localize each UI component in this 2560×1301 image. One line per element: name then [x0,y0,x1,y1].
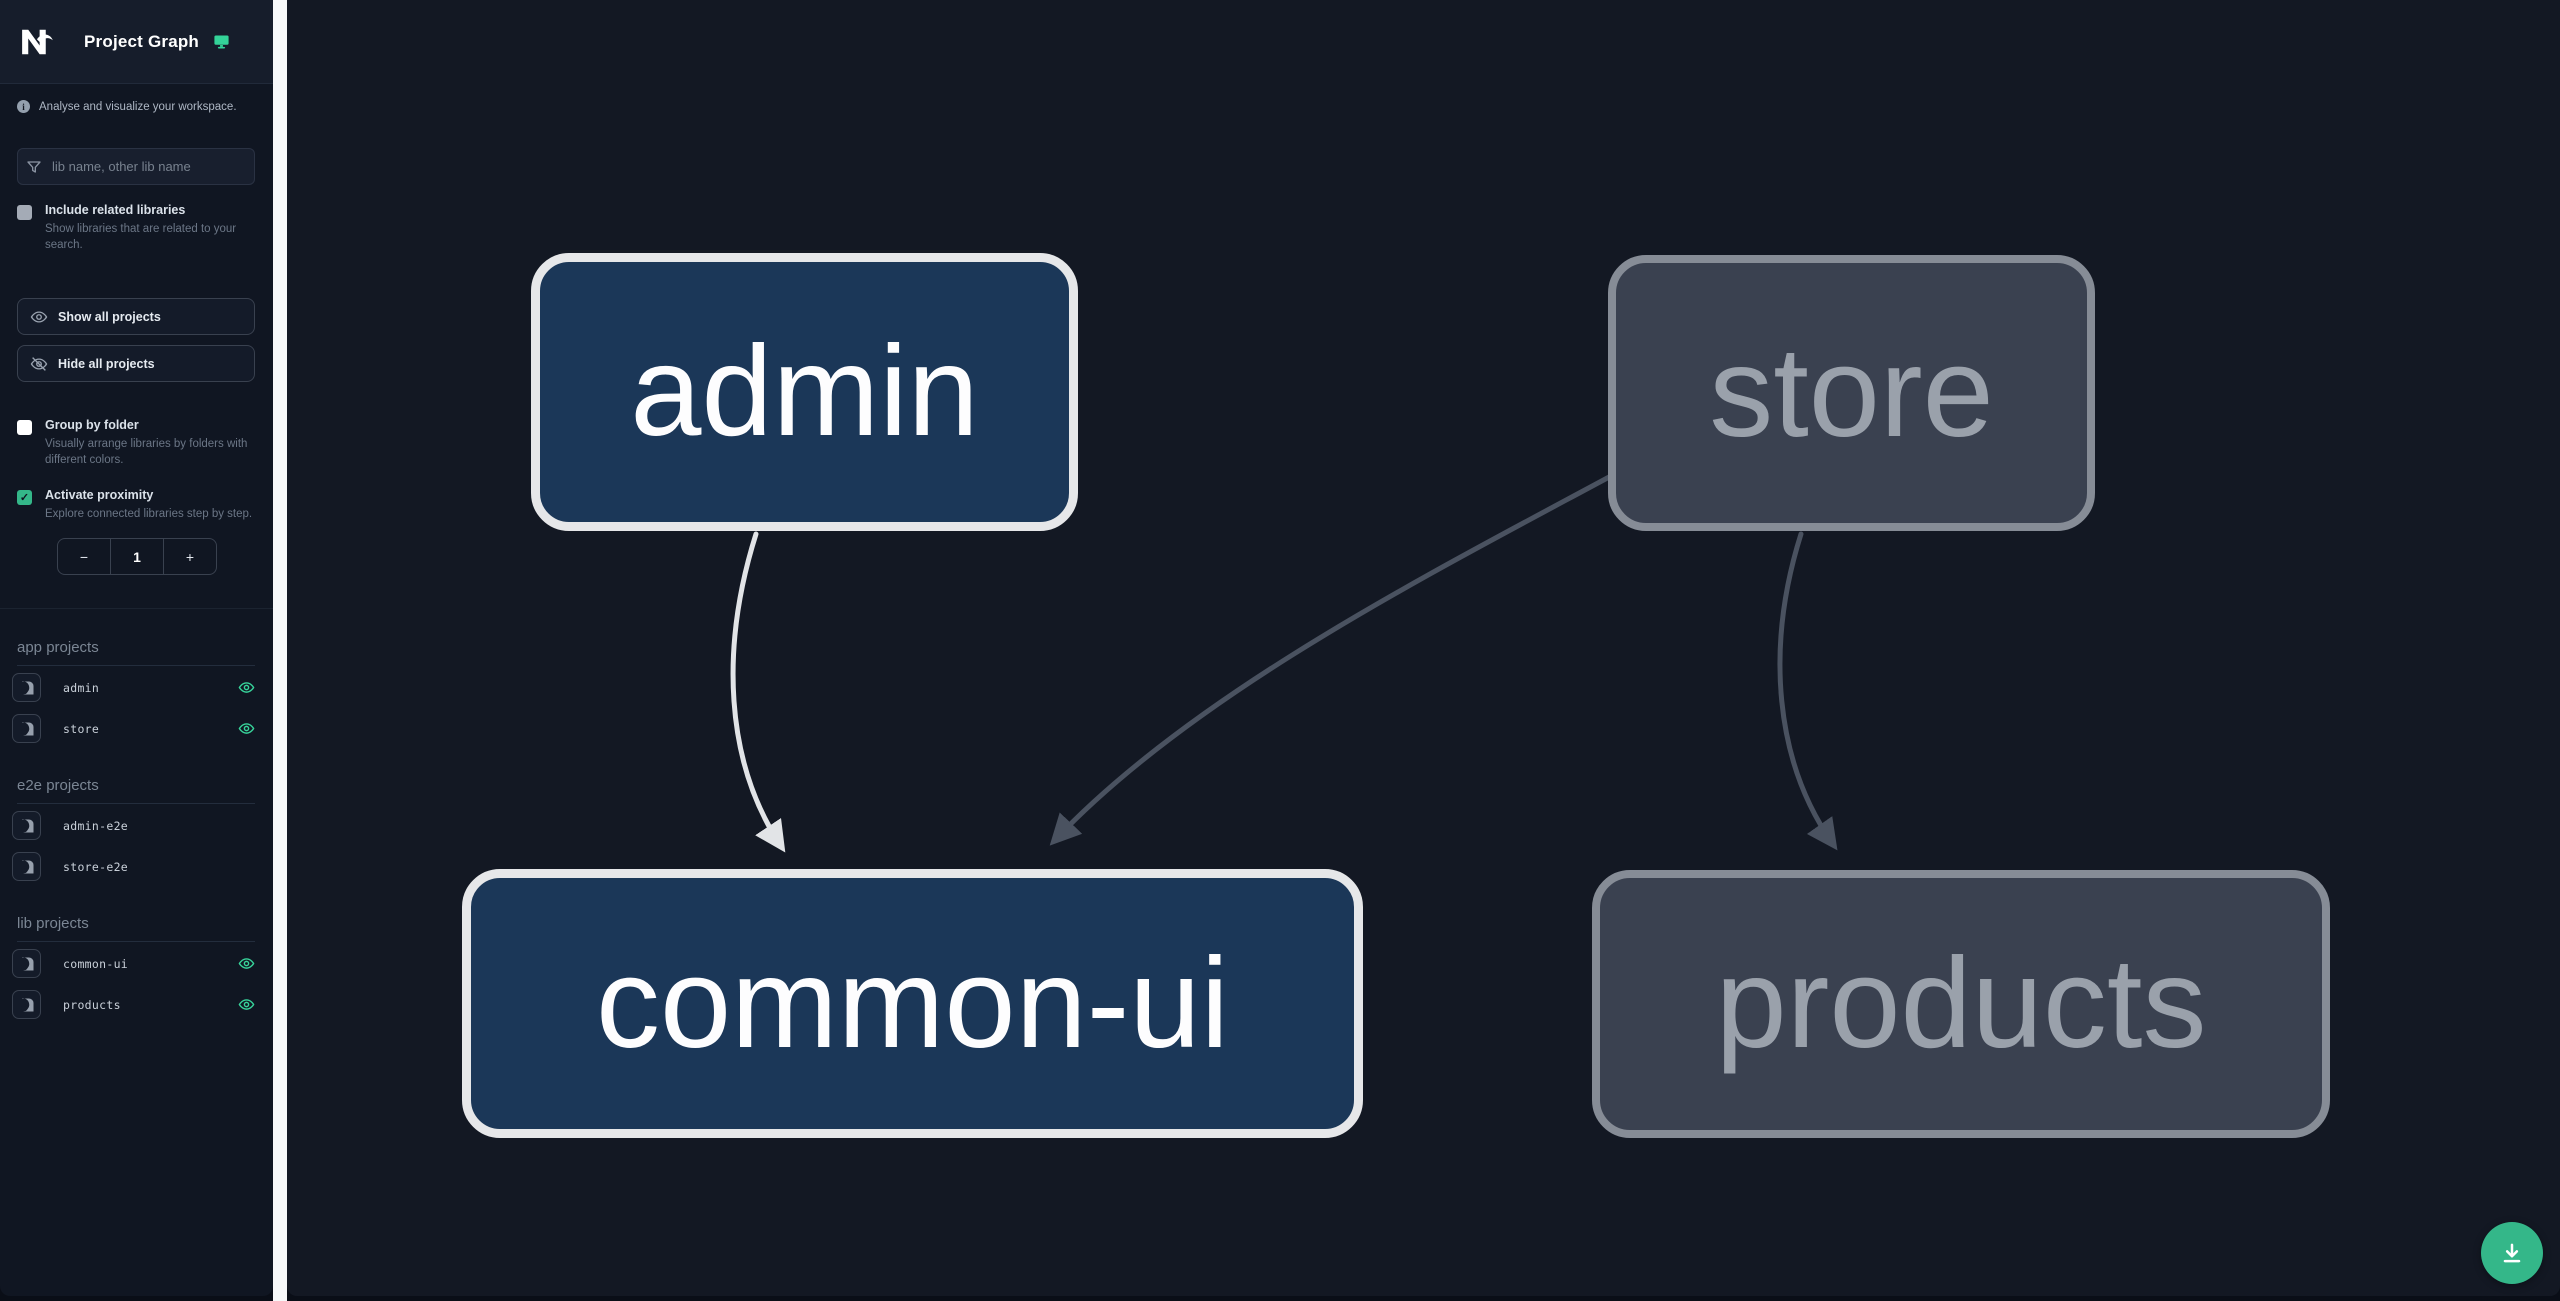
activate-proximity-option: ✓ Activate proximity Explore connected l… [17,488,255,522]
nx-logo-icon [22,29,53,54]
focus-icon [20,859,33,873]
group-by-folder-description: Visually arrange libraries by folders wi… [45,438,248,466]
project-row-common-ui: common-ui [12,944,255,983]
section-app-projects: app projects admin [12,639,255,748]
section-e2e-projects: e2e projects admin-e2e [12,777,255,886]
sidebar-scrollbar[interactable] [273,0,287,1301]
graph-node-admin[interactable]: admin [531,253,1078,531]
search-box [17,148,255,185]
focus-project-button[interactable] [12,990,41,1019]
workspace-tagline: i Analyse and visualize your workspace. [17,100,255,113]
node-label: admin [630,320,979,463]
group-by-folder-option: Group by folder Visually arrange librari… [17,418,255,468]
section-title: lib projects [17,915,255,942]
graph-node-store[interactable]: store [1608,255,2095,531]
eye-off-icon [30,356,48,371]
edge-store-to-products[interactable] [1777,531,1838,851]
project-row-store-e2e: store-e2e [12,847,255,886]
include-related-label: Include related libraries [45,203,186,217]
focus-icon [20,997,33,1011]
search-input[interactable] [50,149,254,184]
proximity-decrement-button[interactable]: − [79,548,89,565]
section-lib-projects: lib projects common-ui [12,915,255,1024]
sidebar-divider [0,608,273,609]
info-icon: i [17,100,30,113]
edge-admin-to-common-ui[interactable] [730,531,786,853]
include-related-option: Include related libraries Show libraries… [17,203,255,253]
app-title: Project Graph [84,31,200,51]
toggle-visibility-eye-icon[interactable] [238,996,255,1013]
funnel-icon [18,149,50,184]
project-row-admin-e2e: admin-e2e [12,806,255,845]
download-graph-button[interactable] [2481,1222,2543,1284]
node-label: products [1715,932,2207,1075]
toggle-visibility-eye-icon[interactable] [238,720,255,737]
focus-project-button[interactable] [12,673,41,702]
sidebar: Project Graph i Analyse and visualize yo… [0,0,273,1296]
focus-icon [20,818,33,832]
download-icon [2503,1243,2521,1263]
group-by-folder-label: Group by folder [45,418,139,432]
edge-store-to-common-ui[interactable] [1049,473,1614,846]
toggle-visibility-eye-icon[interactable] [238,955,255,972]
section-title: e2e projects [17,777,255,804]
toggle-visibility-eye-icon[interactable] [238,679,255,696]
node-label: store [1709,321,1994,464]
focus-project-button[interactable] [12,714,41,743]
sidebar-header: Project Graph [0,0,273,84]
project-row-products: products [12,985,255,1024]
group-by-folder-checkbox[interactable] [17,420,32,435]
activate-proximity-checkbox[interactable]: ✓ [17,490,32,505]
activate-proximity-label: Activate proximity [45,488,154,502]
hide-all-projects-button[interactable]: Hide all projects [17,345,255,382]
include-related-checkbox[interactable] [17,205,32,220]
desktop-icon [213,33,230,50]
graph-edges [730,473,1838,853]
proximity-stepper: − 1 + [57,538,217,575]
proximity-increment-button[interactable]: + [185,548,195,565]
graph-canvas[interactable]: admin store common-ui products [287,0,2560,1296]
eye-icon [30,310,48,323]
graph-node-products[interactable]: products [1592,870,2330,1138]
focus-project-button[interactable] [12,811,41,840]
node-label: common-ui [595,931,1230,1075]
section-title: app projects [17,639,255,666]
focus-project-button[interactable] [12,852,41,881]
project-row-store: store [12,709,255,748]
project-row-admin: admin [12,668,255,707]
activate-proximity-description: Explore connected libraries step by step… [45,508,253,520]
proximity-value: 1 [110,539,164,574]
graph-node-common-ui[interactable]: common-ui [462,869,1363,1138]
show-all-projects-button[interactable]: Show all projects [17,298,255,335]
focus-icon [20,721,33,735]
focus-icon [20,956,33,970]
focus-project-button[interactable] [12,949,41,978]
focus-icon [20,680,33,694]
include-related-description: Show libraries that are related to your … [45,223,237,251]
